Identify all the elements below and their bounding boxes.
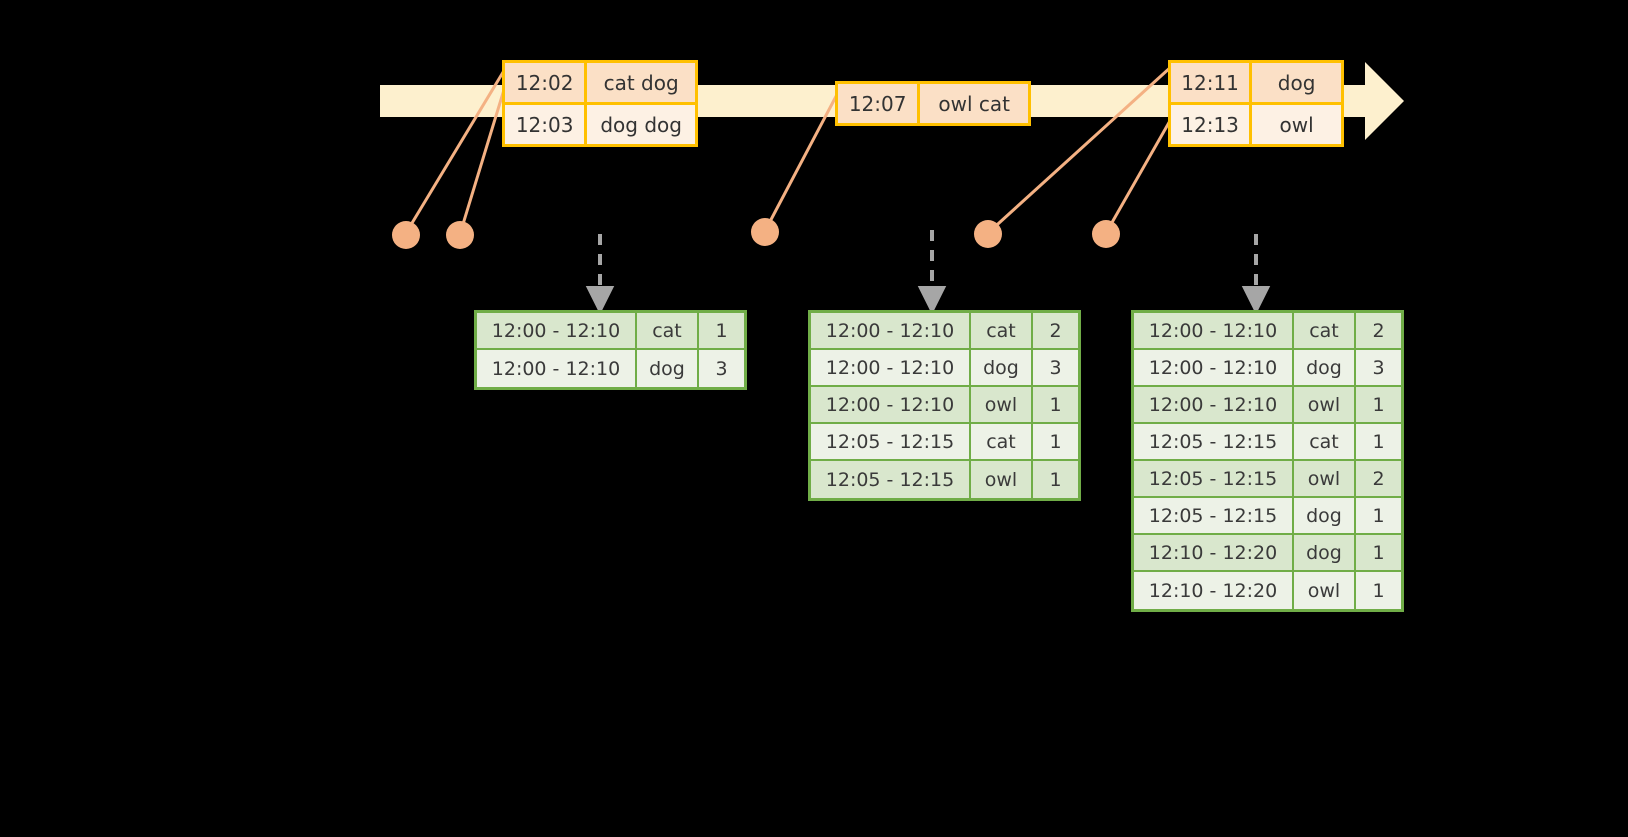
window-cell: 12:05 - 12:15 xyxy=(811,424,971,461)
table-row: 12:05 - 12:15 cat 1 xyxy=(811,424,1078,461)
table-row: 12:00 - 12:10 dog 3 xyxy=(477,350,744,387)
event-dot xyxy=(446,221,474,249)
table-row: 12:00 - 12:10 owl 1 xyxy=(1134,387,1401,424)
table-row: 12:00 - 12:10 dog 3 xyxy=(811,350,1078,387)
result-table-3: 12:00 - 12:10 cat 2 12:00 - 12:10 dog 3 … xyxy=(1131,310,1404,612)
word-cell: cat xyxy=(1294,313,1356,350)
event-dot xyxy=(392,221,420,249)
window-cell: 12:00 - 12:10 xyxy=(1134,387,1294,424)
count-cell: 1 xyxy=(1356,498,1401,535)
word-cell: cat xyxy=(1294,424,1356,461)
event-row: 12:11 dog xyxy=(1171,63,1341,102)
event-row: 12:02 cat dog xyxy=(505,63,695,102)
table-row: 12:10 - 12:20 dog 1 xyxy=(1134,535,1401,572)
dashed-arrows xyxy=(585,230,1271,315)
table-row: 12:10 - 12:20 owl 1 xyxy=(1134,572,1401,609)
table-row: 12:05 - 12:15 owl 1 xyxy=(811,461,1078,498)
word-cell: owl xyxy=(971,387,1033,424)
window-cell: 12:05 - 12:15 xyxy=(1134,424,1294,461)
window-cell: 12:10 - 12:20 xyxy=(1134,572,1294,609)
count-cell: 3 xyxy=(1033,350,1078,387)
result-table-2: 12:00 - 12:10 cat 2 12:00 - 12:10 dog 3 … xyxy=(808,310,1081,501)
window-cell: 12:10 - 12:20 xyxy=(1134,535,1294,572)
word-cell: dog xyxy=(1294,498,1356,535)
window-cell: 12:05 - 12:15 xyxy=(811,461,971,498)
word-cell: cat xyxy=(971,424,1033,461)
count-cell: 1 xyxy=(1033,387,1078,424)
table-row: 12:00 - 12:10 dog 3 xyxy=(1134,350,1401,387)
table-row: 12:00 - 12:10 cat 1 xyxy=(477,313,744,350)
result-table-1: 12:00 - 12:10 cat 1 12:00 - 12:10 dog 3 xyxy=(474,310,747,390)
count-cell: 2 xyxy=(1033,313,1078,350)
window-cell: 12:00 - 12:10 xyxy=(1134,313,1294,350)
event-words: owl cat xyxy=(920,84,1028,123)
word-cell: owl xyxy=(1294,572,1356,609)
word-cell: owl xyxy=(1294,387,1356,424)
table-row: 12:05 - 12:15 cat 1 xyxy=(1134,424,1401,461)
word-cell: dog xyxy=(1294,535,1356,572)
event-time: 12:03 xyxy=(505,105,588,144)
event-words: cat dog xyxy=(587,63,695,102)
window-cell: 12:00 - 12:10 xyxy=(477,350,637,387)
count-cell: 1 xyxy=(1356,535,1401,572)
window-cell: 12:00 - 12:10 xyxy=(811,350,971,387)
event-row: 12:03 dog dog xyxy=(505,102,695,144)
event-row: 12:07 owl cat xyxy=(838,84,1028,123)
count-cell: 2 xyxy=(1356,313,1401,350)
event-time: 12:07 xyxy=(838,84,921,123)
event-row: 12:13 owl xyxy=(1171,102,1341,144)
count-cell: 1 xyxy=(1356,424,1401,461)
count-cell: 2 xyxy=(1356,461,1401,498)
event-dot xyxy=(1092,220,1120,248)
count-cell: 3 xyxy=(1356,350,1401,387)
word-cell: cat xyxy=(971,313,1033,350)
window-cell: 12:05 - 12:15 xyxy=(1134,498,1294,535)
count-cell: 1 xyxy=(699,313,744,350)
event-time: 12:02 xyxy=(505,63,588,102)
count-cell: 1 xyxy=(1033,461,1078,498)
window-cell: 12:00 - 12:10 xyxy=(811,387,971,424)
count-cell: 1 xyxy=(1356,387,1401,424)
word-cell: dog xyxy=(1294,350,1356,387)
event-time: 12:13 xyxy=(1171,105,1253,144)
event-dot xyxy=(974,220,1002,248)
window-cell: 12:05 - 12:15 xyxy=(1134,461,1294,498)
event-dots xyxy=(392,218,1120,249)
count-cell: 1 xyxy=(1033,424,1078,461)
event-words: dog xyxy=(1252,63,1341,102)
table-row: 12:00 - 12:10 cat 2 xyxy=(1134,313,1401,350)
event-words: owl xyxy=(1252,105,1341,144)
event-dot xyxy=(751,218,779,246)
table-row: 12:05 - 12:15 dog 1 xyxy=(1134,498,1401,535)
table-row: 12:05 - 12:15 owl 2 xyxy=(1134,461,1401,498)
event-words: dog dog xyxy=(587,105,695,144)
table-row: 12:00 - 12:10 cat 2 xyxy=(811,313,1078,350)
event-box-1: 12:02 cat dog 12:03 dog dog xyxy=(502,60,698,147)
word-cell: dog xyxy=(971,350,1033,387)
word-cell: owl xyxy=(971,461,1033,498)
window-cell: 12:00 - 12:10 xyxy=(811,313,971,350)
word-cell: owl xyxy=(1294,461,1356,498)
count-cell: 1 xyxy=(1356,572,1401,609)
event-time: 12:11 xyxy=(1171,63,1253,102)
window-cell: 12:00 - 12:10 xyxy=(1134,350,1294,387)
event-box-2: 12:07 owl cat xyxy=(835,81,1031,126)
event-box-3: 12:11 dog 12:13 owl xyxy=(1168,60,1344,147)
count-cell: 3 xyxy=(699,350,744,387)
word-cell: cat xyxy=(637,313,699,350)
word-cell: dog xyxy=(637,350,699,387)
table-row: 12:00 - 12:10 owl 1 xyxy=(811,387,1078,424)
window-cell: 12:00 - 12:10 xyxy=(477,313,637,350)
